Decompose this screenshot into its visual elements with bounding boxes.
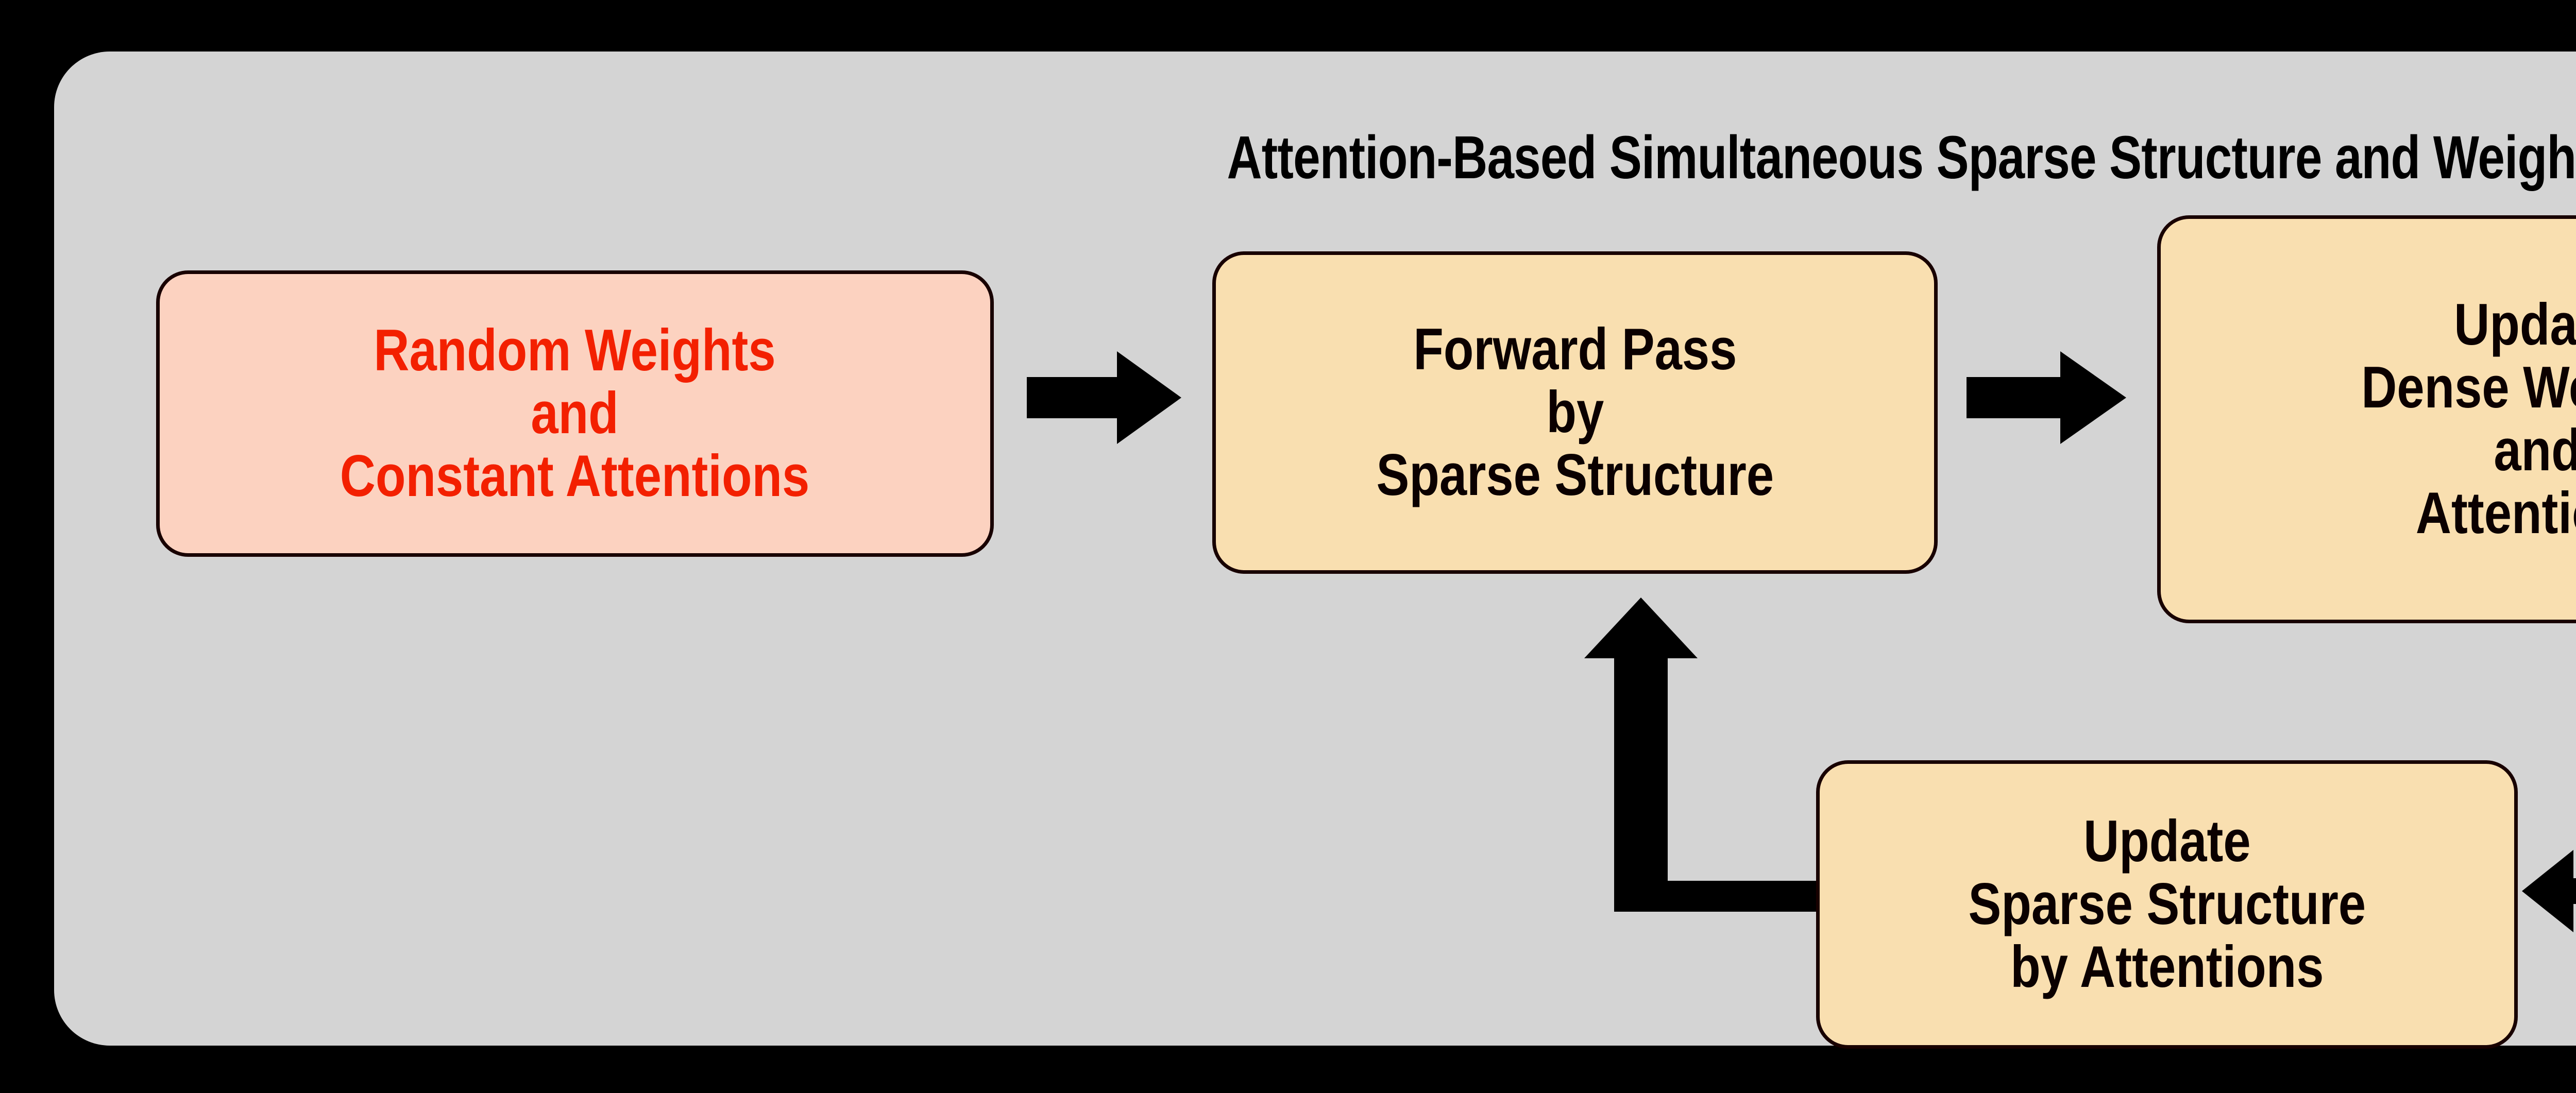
arrow-init-to-forward	[1027, 351, 1181, 444]
node-forward-label: Forward Pass by Sparse Structure	[1376, 317, 1774, 508]
node-forward-pass-by-sparse-structure[interactable]: Forward Pass by Sparse Structure	[1212, 251, 1938, 574]
node-update-dense-label: Update Dense Weights and Attentions	[2361, 292, 2576, 546]
page-title: Attention-Based Simultaneous Sparse Stru…	[1227, 124, 2576, 192]
node-update-dense-weights-and-attentions[interactable]: Update Dense Weights and Attentions	[2157, 215, 2576, 623]
node-update-sparse-label: Update Sparse Structure by Attentions	[1968, 809, 2366, 1000]
arrow-forward-to-update-dense	[1967, 351, 2126, 444]
node-random-weights-and-constant-attentions[interactable]: Random Weights and Constant Attentions	[156, 270, 994, 557]
arrow-update-sparse-to-forward	[1584, 597, 1826, 912]
diagram-panel: Attention-Based Simultaneous Sparse Stru…	[54, 52, 2576, 1049]
arrow-update-dense-to-update-sparse	[2522, 850, 2576, 932]
node-init-label: Random Weights and Constant Attentions	[340, 318, 810, 509]
node-update-sparse-structure-by-attentions[interactable]: Update Sparse Structure by Attentions	[1816, 760, 2518, 1049]
